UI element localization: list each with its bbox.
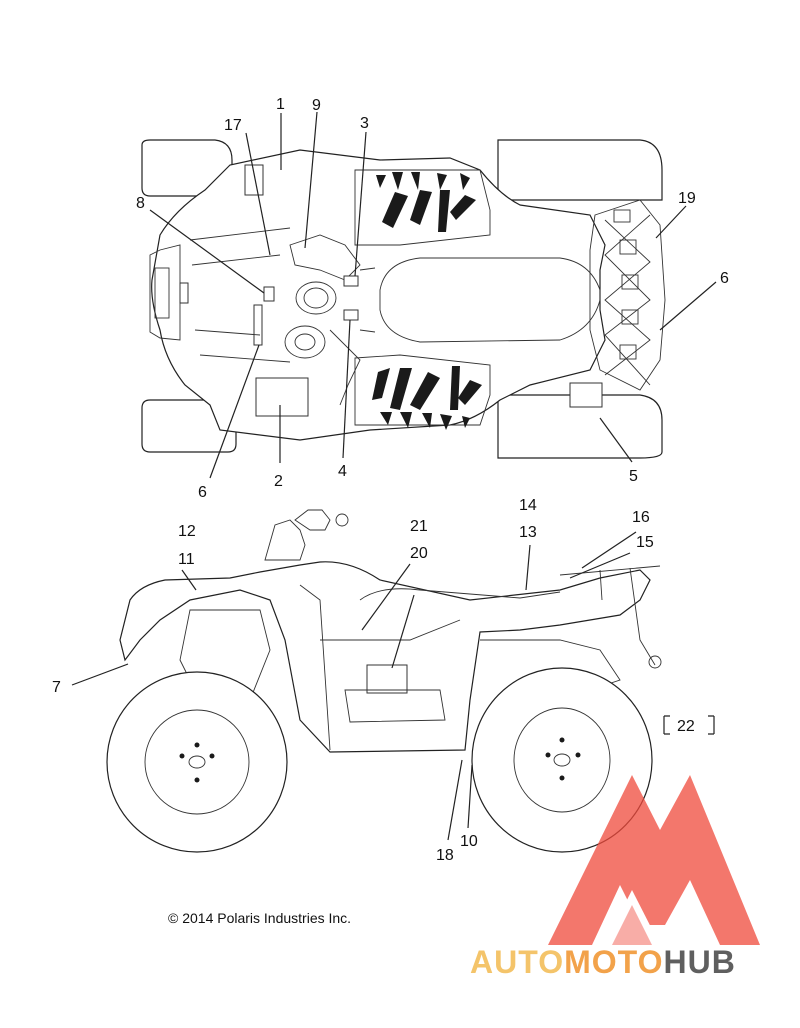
callout-18: 18 [436,847,454,864]
callouts: 1 2 3 4 5 6 6 7 8 9 10 11 12 13 14 15 16… [52,96,729,864]
callout-9: 9 [312,97,321,114]
leader-lines-top [149,111,717,479]
callout-7: 7 [52,679,61,696]
callout-4: 4 [338,463,347,480]
callout-13: 13 [519,524,537,541]
callout-19: 19 [678,190,696,207]
wordmark-part-moto: MOTO [564,944,664,980]
leader-lines-side [71,531,637,841]
wordmark-part-hub: HUB [663,944,736,980]
ref-box-22 [663,715,715,735]
callout-12: 12 [178,523,196,540]
callout-14: 14 [519,497,537,514]
callout-22: 22 [677,718,695,735]
callout-11: 11 [178,551,195,568]
copyright-notice: © 2014 Polaris Industries Inc. [168,910,352,926]
callout-5: 5 [629,468,638,485]
callout-17: 17 [224,117,242,134]
atv-top-view [141,139,666,459]
callout-20: 20 [410,545,428,562]
callout-6-bottom: 6 [198,484,207,501]
watermark-logo [548,775,760,945]
callout-10: 10 [460,833,478,850]
atv-side-view [106,509,662,853]
wordmark-part-auto: AUTO [470,944,565,980]
callout-6-right: 6 [720,270,729,287]
callout-16: 16 [632,509,650,526]
callout-21: 21 [410,518,428,535]
watermark-wordmark: AUTOMOTOHUB [470,944,736,981]
callout-15: 15 [636,534,654,551]
callout-8: 8 [136,195,145,212]
callout-3: 3 [360,115,369,132]
callout-2: 2 [274,473,283,490]
callout-1: 1 [276,96,285,113]
